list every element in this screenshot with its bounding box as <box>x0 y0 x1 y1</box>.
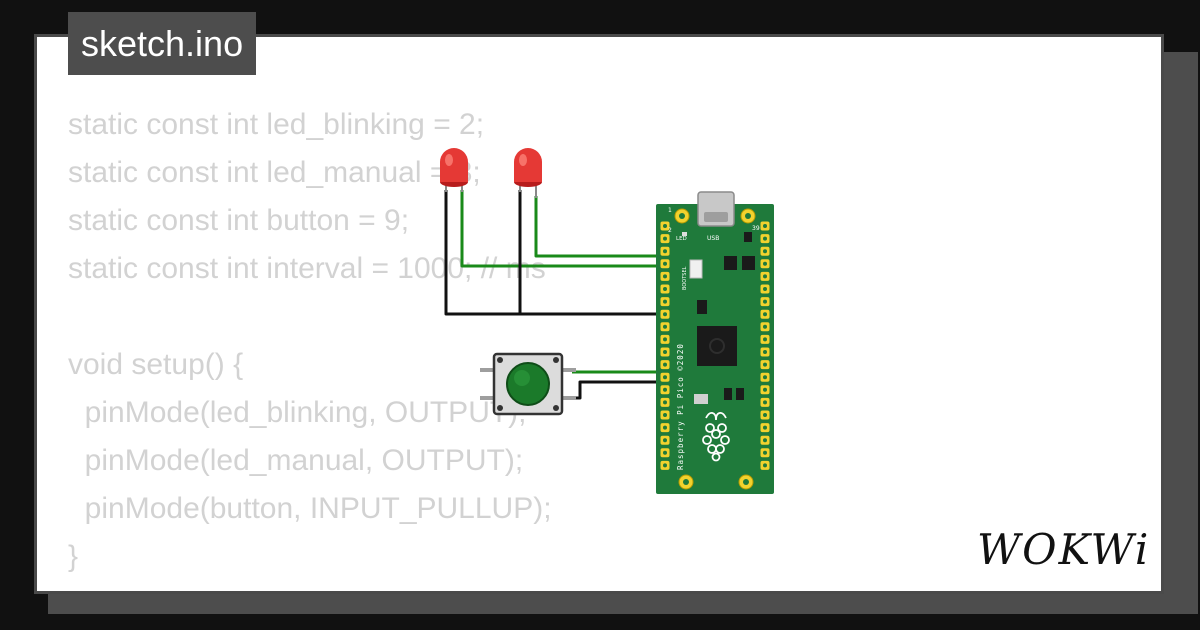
file-tab[interactable]: sketch.ino <box>68 12 257 75</box>
pin-hole <box>663 236 667 241</box>
pin-hole <box>663 274 667 279</box>
pin-hole <box>663 312 667 317</box>
code-line: pinMode(led_manual, OUTPUT); <box>68 444 524 477</box>
code-line: static const int button = 9; <box>68 204 410 237</box>
pin-39-label: 39 <box>752 225 760 232</box>
pin-hole <box>763 400 767 405</box>
pin-hole <box>763 261 767 266</box>
pin-hole <box>663 299 667 304</box>
raspberry-logo-icon <box>702 412 730 462</box>
pin-hole <box>663 400 667 405</box>
pin-hole <box>663 350 667 354</box>
led-label: LED <box>676 236 687 242</box>
pin-hole <box>763 463 767 468</box>
led-blinking[interactable] <box>440 148 468 192</box>
pin-hole <box>663 249 667 254</box>
board-name-label: Raspberry Pi Pico ©2020 <box>676 343 685 470</box>
pin-hole <box>663 261 667 266</box>
code-line: } <box>68 540 79 573</box>
code-line: static const int interval = 1000; // ms <box>68 252 546 285</box>
usb-label: USB <box>707 235 719 242</box>
pin-hole <box>663 324 667 329</box>
pin-hole <box>763 450 767 455</box>
pin-hole <box>763 337 767 342</box>
pin-hole <box>763 224 767 228</box>
pin-hole <box>663 450 667 455</box>
pushbutton-cap <box>506 362 550 406</box>
pin-hole <box>763 299 767 304</box>
bootsel-label: BOOTSEL <box>682 266 688 290</box>
pin-hole <box>763 350 767 354</box>
pin-hole <box>763 324 767 329</box>
pin-hole <box>763 312 767 317</box>
pin-header-left[interactable] <box>660 221 670 470</box>
pin-hole <box>763 362 767 367</box>
pin-hole <box>663 362 667 367</box>
wire-led-manual-anode <box>534 196 668 258</box>
pin-hole <box>663 463 667 468</box>
pico-board[interactable]: 1 2 39 LED USB BOOTSEL Raspberry Pi Pico… <box>656 191 774 494</box>
pin-2-label: 2 <box>668 227 672 234</box>
led-manual[interactable] <box>514 148 542 198</box>
pin-hole <box>763 249 767 254</box>
pin-hole <box>663 375 667 380</box>
pin-hole <box>763 375 767 380</box>
pin-hole <box>663 387 667 392</box>
pin-1-label: 1 <box>668 207 672 214</box>
code-line: pinMode(button, INPUT_PULLUP); <box>68 492 552 525</box>
pin-hole <box>663 438 667 443</box>
pin-hole <box>663 337 667 342</box>
bootsel-button <box>689 259 703 279</box>
pin-hole <box>763 425 767 430</box>
rp2040-chip <box>697 326 737 366</box>
code-editor[interactable]: static const int led_blinking = 2; static… <box>68 101 552 581</box>
pin-hole <box>763 274 767 279</box>
wokwi-logo-text: WOKWi <box>977 525 1151 574</box>
wire-led-blinking-anode <box>460 190 668 268</box>
wokwi-logo: WOKWi <box>977 522 1150 578</box>
pin-hole <box>663 413 667 417</box>
pin-hole <box>763 413 767 417</box>
code-line: static const int led_manual = 3; <box>68 156 481 189</box>
pin-hole <box>663 224 667 228</box>
code-line: static const int led_blinking = 2; <box>68 108 485 141</box>
pin-hole <box>663 287 667 291</box>
code-line: void setup() { <box>68 348 244 381</box>
wire-button-ground <box>572 380 668 400</box>
file-tab-label: sketch.ino <box>81 23 244 64</box>
pin-hole <box>763 287 767 291</box>
pin-hole <box>763 387 767 392</box>
pin-hole <box>663 425 667 430</box>
pin-hole <box>763 236 767 241</box>
wire-led-blinking-cathode <box>444 190 668 316</box>
pin-hole <box>763 438 767 443</box>
wires <box>444 190 668 400</box>
pin-header-right[interactable] <box>760 221 770 470</box>
pushbutton[interactable] <box>480 352 576 416</box>
